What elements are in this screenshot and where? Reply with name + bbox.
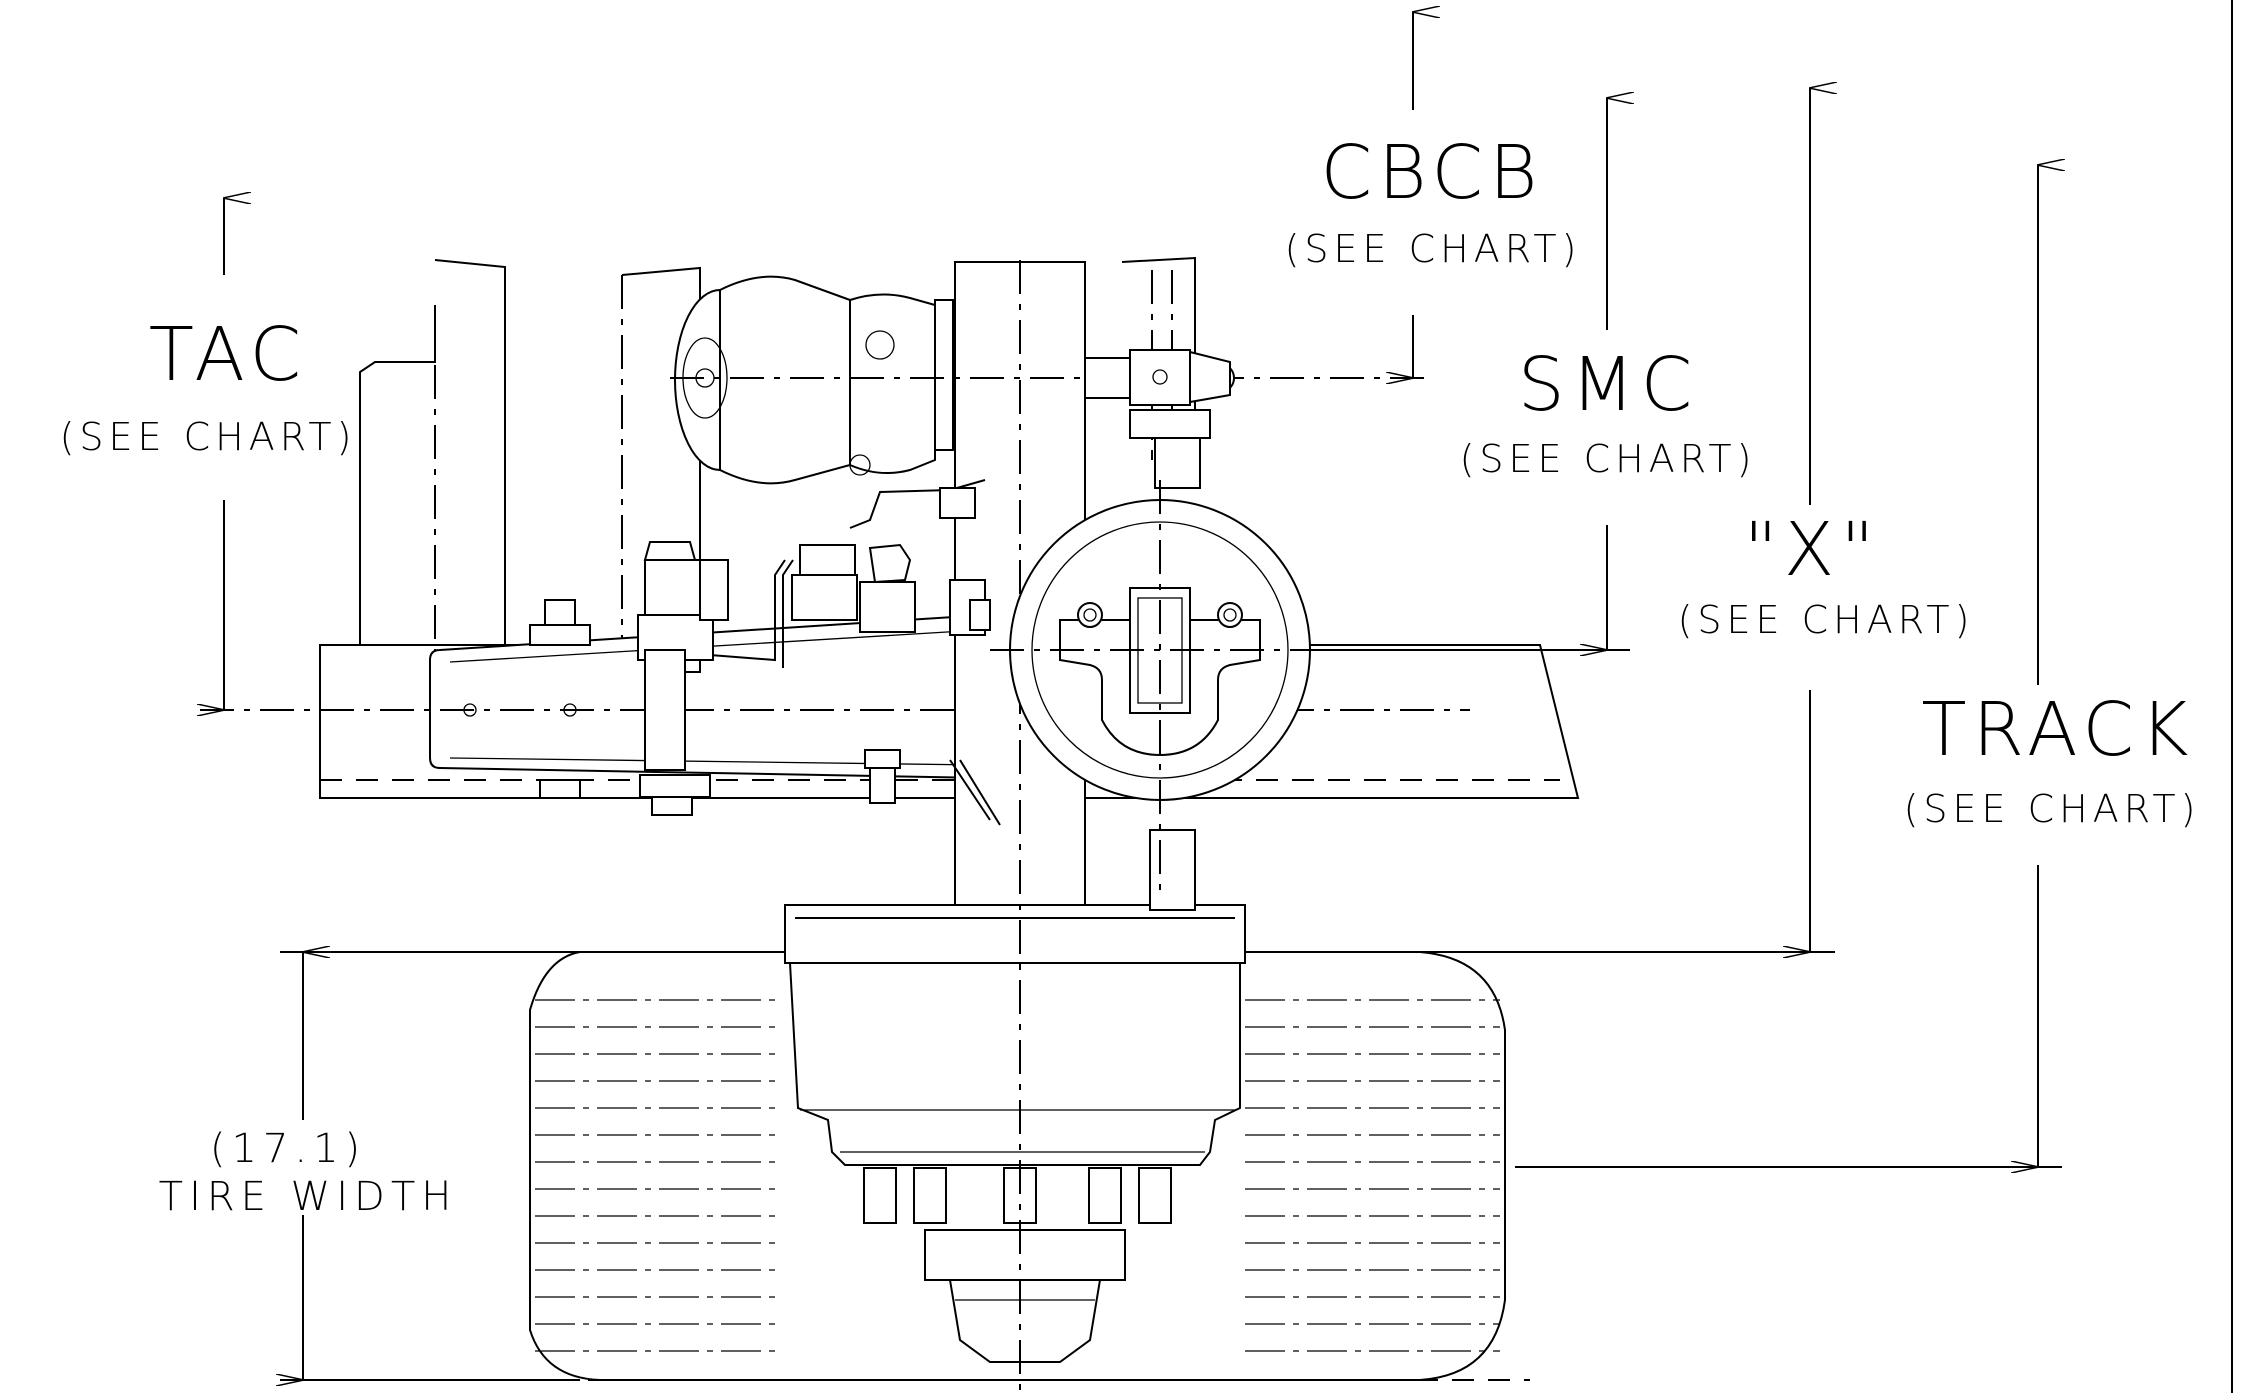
cbcb-label: CBCB xyxy=(1321,130,1544,216)
smc-note: (SEE CHART) xyxy=(1460,437,1757,481)
x-note: (SEE CHART) xyxy=(1678,598,1975,642)
cam-housing xyxy=(990,480,1320,830)
wheel-stud xyxy=(1088,1167,1122,1224)
wheel-stud xyxy=(913,1167,947,1224)
tac-label: TAC xyxy=(149,312,307,398)
tac-note: (SEE CHART) xyxy=(60,415,357,459)
wheel-hub xyxy=(784,904,1246,1363)
bushing-assemblies xyxy=(529,541,1001,826)
wheel-stud xyxy=(863,1167,897,1224)
brake-air-chamber xyxy=(670,275,1430,485)
tire-width-value: (17.1) xyxy=(210,1126,366,1172)
track-note: (SEE CHART) xyxy=(1904,787,2201,831)
air-lines xyxy=(709,479,986,668)
x-label: "X" xyxy=(1744,507,1881,593)
dimension-track xyxy=(1515,165,2062,1167)
wheel-stud xyxy=(1138,1167,1172,1224)
tire xyxy=(300,951,1530,1381)
tire-tread-lines xyxy=(535,999,1500,1352)
slack-adjuster xyxy=(1084,349,1235,489)
smc-label: SMC xyxy=(1518,342,1699,428)
wheel-studs xyxy=(863,1167,1172,1224)
cbcb-note: (SEE CHART) xyxy=(1285,227,1582,271)
trailing-arm-beam xyxy=(200,613,1580,799)
track-label: TRACK xyxy=(1921,687,2194,773)
dimension-tire-width xyxy=(280,952,580,1380)
dimension-smc xyxy=(1320,98,1630,650)
tire-width-label: TIRE WIDTH xyxy=(159,1174,458,1220)
dimension-x xyxy=(1430,88,1835,952)
